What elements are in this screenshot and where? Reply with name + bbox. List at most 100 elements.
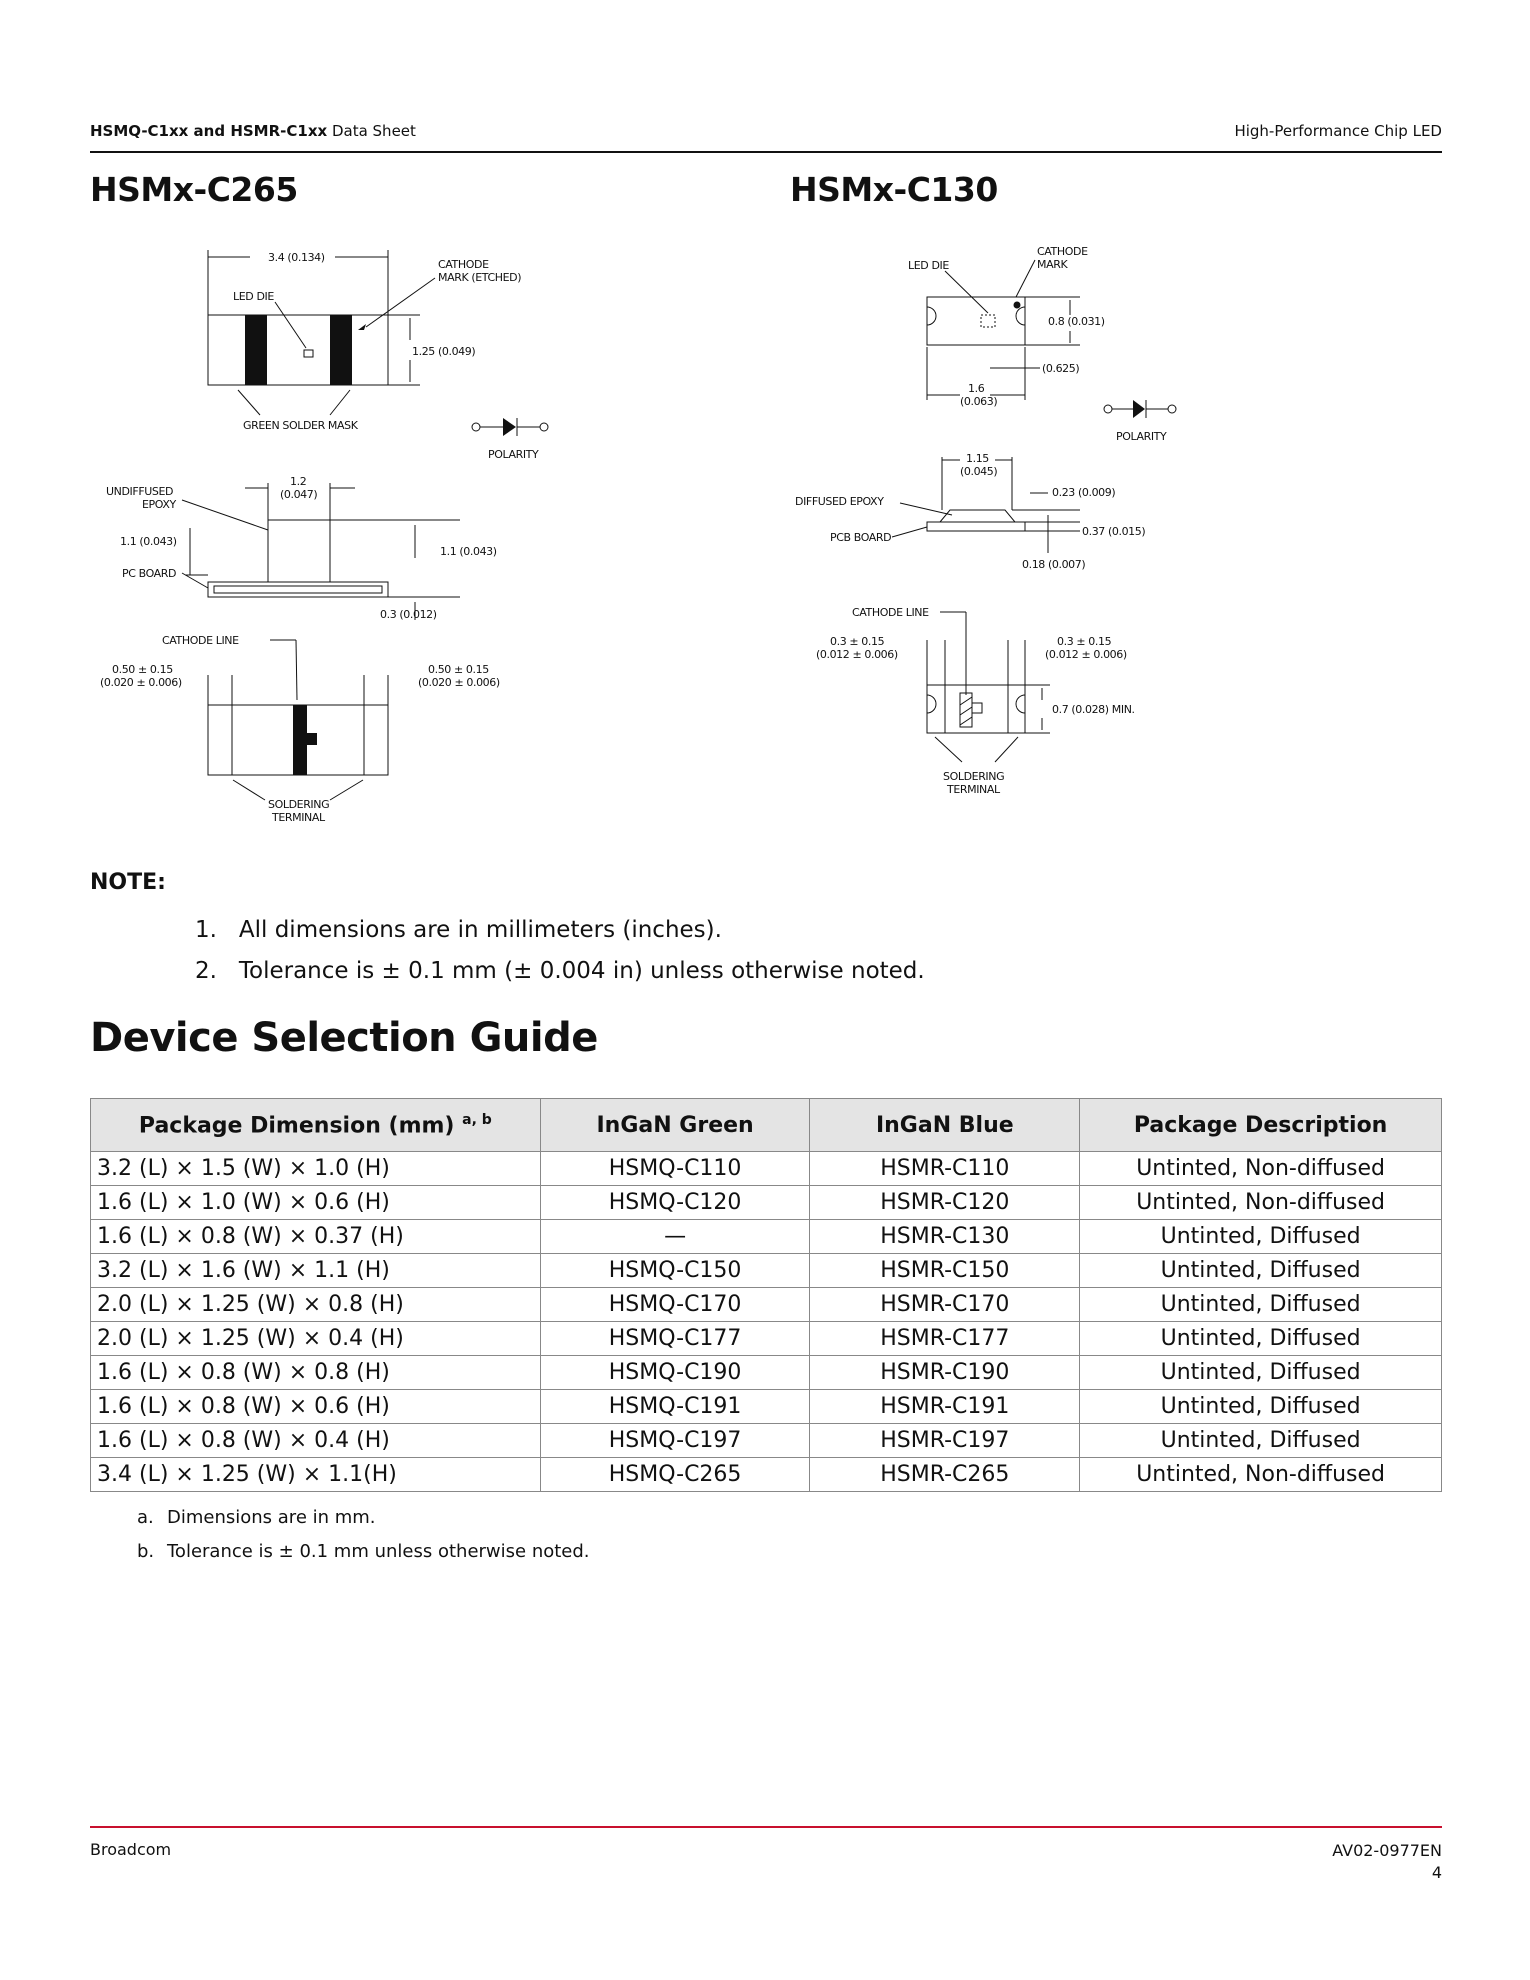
cathode-mark-r2: MARK (1037, 258, 1068, 271)
dim-0625: (0.625) (1042, 362, 1079, 375)
cell-green: HSMQ-C170 (539, 1287, 811, 1322)
figure-left-title: HSMx-C265 (90, 170, 298, 209)
cell-description: Untinted, Diffused (1079, 1219, 1442, 1254)
cell-blue: HSMR-C197 (809, 1423, 1081, 1458)
cathode-mark-1: CATHODE (438, 258, 489, 271)
diffused-epoxy: DIFFUSED EPOXY (795, 495, 884, 508)
led-die-left: LED DIE (233, 290, 274, 303)
dim-115b: (0.045) (960, 465, 997, 478)
note-list: 1. All dimensions are in millimeters (in… (195, 910, 925, 992)
col-header-package-description: Package Description (1079, 1098, 1442, 1152)
footer-doc-info: AV02-0977EN 4 (1332, 1840, 1442, 1884)
soldering-left-1: SOLDERING (268, 798, 329, 811)
led-die-right: LED DIE (908, 259, 949, 272)
cell-green: HSMQ-C120 (539, 1185, 811, 1220)
cell-blue: HSMR-C177 (809, 1321, 1081, 1356)
table-footnote-b: b.Tolerance is ± 0.1 mm unless otherwise… (137, 1541, 590, 1562)
cell-dimension: 1.6 (L) × 0.8 (W) × 0.6 (H) (90, 1389, 541, 1424)
cell-blue: HSMR-C265 (809, 1457, 1081, 1492)
cathode-line-right: CATHODE LINE (852, 606, 929, 619)
soldering-right-2: TERMINAL (946, 783, 1001, 796)
cell-dimension: 2.0 (L) × 1.25 (W) × 0.8 (H) (90, 1287, 541, 1322)
cell-dimension: 2.0 (L) × 1.25 (W) × 0.4 (H) (90, 1321, 541, 1356)
dim-125: 1.25 (0.049) (412, 345, 475, 358)
dim-08: 0.8 (0.031) (1048, 315, 1105, 328)
dim-11-right: 1.1 (0.043) (440, 545, 497, 558)
cell-green: HSMQ-C110 (539, 1151, 811, 1186)
cell-green: HSMQ-C191 (539, 1389, 811, 1424)
cell-dimension: 1.6 (L) × 0.8 (W) × 0.4 (H) (90, 1423, 541, 1458)
cell-description: Untinted, Non-diffused (1079, 1185, 1442, 1220)
col-header-package-dimension: Package Dimension (mm) a, b (90, 1098, 541, 1152)
soldering-right-1: SOLDERING (943, 770, 1004, 783)
doc-subtitle: High-Performance Chip LED (1234, 122, 1442, 140)
cell-green: HSMQ-C190 (539, 1355, 811, 1390)
dim-115a: 1.15 (966, 452, 989, 465)
dim-037: 0.37 (0.015) (1082, 525, 1145, 538)
pcb-board: PCB BOARD (830, 531, 891, 544)
pad-right-1: 0.50 ± 0.15 (428, 663, 489, 676)
col-header-ingan-blue: InGaN Blue (809, 1098, 1081, 1152)
note-item-2: 2. Tolerance is ± 0.1 mm (± 0.004 in) un… (195, 958, 925, 984)
footer-page-number: 4 (1431, 1863, 1442, 1882)
cell-description: Untinted, Diffused (1079, 1389, 1442, 1424)
cell-dimension: 3.2 (L) × 1.5 (W) × 1.0 (H) (90, 1151, 541, 1186)
header-footnote-marks: a, b (462, 1111, 492, 1128)
table-footnote-a: a.Dimensions are in mm. (137, 1507, 376, 1528)
cell-green: HSMQ-C177 (539, 1321, 811, 1356)
dim-16a: 1.6 (968, 382, 985, 395)
table-header-row: Package Dimension (mm) a, b InGaN Green … (90, 1098, 1442, 1152)
cell-dimension: 3.4 (L) × 1.25 (W) × 1.1(H) (90, 1457, 541, 1492)
cell-blue: HSMR-C170 (809, 1287, 1081, 1322)
pad-right-2: (0.020 ± 0.006) (418, 676, 500, 689)
header-rule (90, 151, 1442, 153)
dim-03: 0.3 (0.012) (380, 608, 437, 621)
dim-018: 0.18 (0.007) (1022, 558, 1085, 571)
note-heading: NOTE: (90, 870, 166, 895)
cell-description: Untinted, Non-diffused (1079, 1151, 1442, 1186)
cathode-line-left: CATHODE LINE (162, 634, 239, 647)
cell-blue: HSMR-C130 (809, 1219, 1081, 1254)
cell-green: HSMQ-C265 (539, 1457, 811, 1492)
footer-company: Broadcom (90, 1840, 172, 1859)
pad-r-right-2: (0.012 ± 0.006) (1045, 648, 1127, 661)
figure-left-drawing: 3.4 (0.134) 1.25 (0.049) CATHODE MARK (E… (100, 250, 549, 824)
pad-r-left-1: 0.3 ± 0.15 (830, 635, 885, 648)
cell-description: Untinted, Diffused (1079, 1321, 1442, 1356)
dim-top: 3.4 (0.134) (268, 251, 325, 264)
doc-title: HSMQ-C1xx and HSMR-C1xx Data Sheet (90, 122, 416, 140)
figure-right-title: HSMx-C130 (790, 170, 998, 209)
footer-doc-number: AV02-0977EN (1332, 1841, 1442, 1860)
pad-left-2: (0.020 ± 0.006) (100, 676, 182, 689)
figure-right-drawing: CATHODE MARK LED DIE 0.8 (0.031) (0.625)… (795, 245, 1177, 796)
cell-description: Untinted, Non-diffused (1079, 1457, 1442, 1492)
cell-dimension: 1.6 (L) × 0.8 (W) × 0.37 (H) (90, 1219, 541, 1254)
cell-description: Untinted, Diffused (1079, 1355, 1442, 1390)
doc-title-rest: Data Sheet (327, 122, 416, 140)
col-header-ingan-green: InGaN Green (539, 1098, 811, 1152)
cathode-mark-2: MARK (ETCHED) (438, 271, 521, 284)
cell-green: HSMQ-C150 (539, 1253, 811, 1288)
dim-12b: (0.047) (280, 488, 317, 501)
undiffused-1: UNDIFFUSED (106, 485, 173, 498)
cell-description: Untinted, Diffused (1079, 1287, 1442, 1322)
cathode-mark-r1: CATHODE (1037, 245, 1088, 258)
polarity-right: POLARITY (1116, 430, 1167, 443)
footer-rule (90, 1826, 1442, 1828)
doc-title-bold: HSMQ-C1xx and HSMR-C1xx (90, 122, 328, 140)
cell-green: HSMQ-C197 (539, 1423, 811, 1458)
dim-11-left: 1.1 (0.043) (120, 535, 177, 548)
dim-07: 0.7 (0.028) MIN. (1052, 703, 1135, 716)
polarity-left: POLARITY (488, 448, 539, 461)
cell-blue: HSMR-C190 (809, 1355, 1081, 1390)
pad-r-left-2: (0.012 ± 0.006) (816, 648, 898, 661)
cell-blue: HSMR-C120 (809, 1185, 1081, 1220)
